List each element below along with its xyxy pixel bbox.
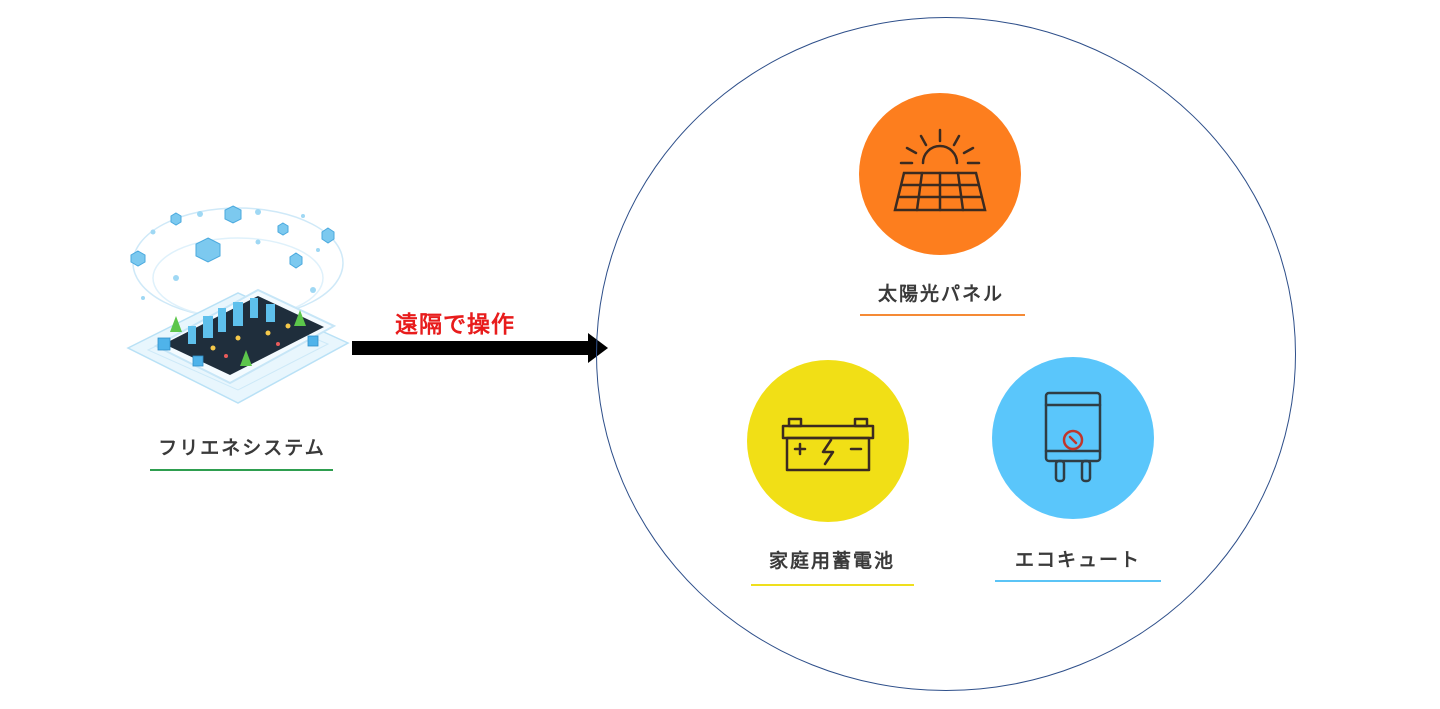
ecocute-label: エコキュート (995, 545, 1161, 572)
water-heater-icon (992, 357, 1154, 519)
iot-phone-illustration (118, 198, 358, 423)
home-battery-label: 家庭用蓄電池 (748, 546, 916, 573)
system-label: フリエネシステム (150, 433, 334, 460)
battery-icon (747, 360, 909, 522)
solar-panel-circle (859, 93, 1021, 255)
right-arrow-icon (352, 333, 610, 363)
solar-panel-label: 太陽光パネル (858, 279, 1024, 306)
ecocute-underline (995, 580, 1161, 582)
solar-panel-icon (859, 93, 1021, 255)
battery-circle (747, 360, 909, 522)
home-battery-underline (751, 584, 914, 586)
solar-panel-underline (860, 314, 1025, 316)
ecocute-circle (992, 357, 1154, 519)
system-label-underline (150, 469, 333, 471)
